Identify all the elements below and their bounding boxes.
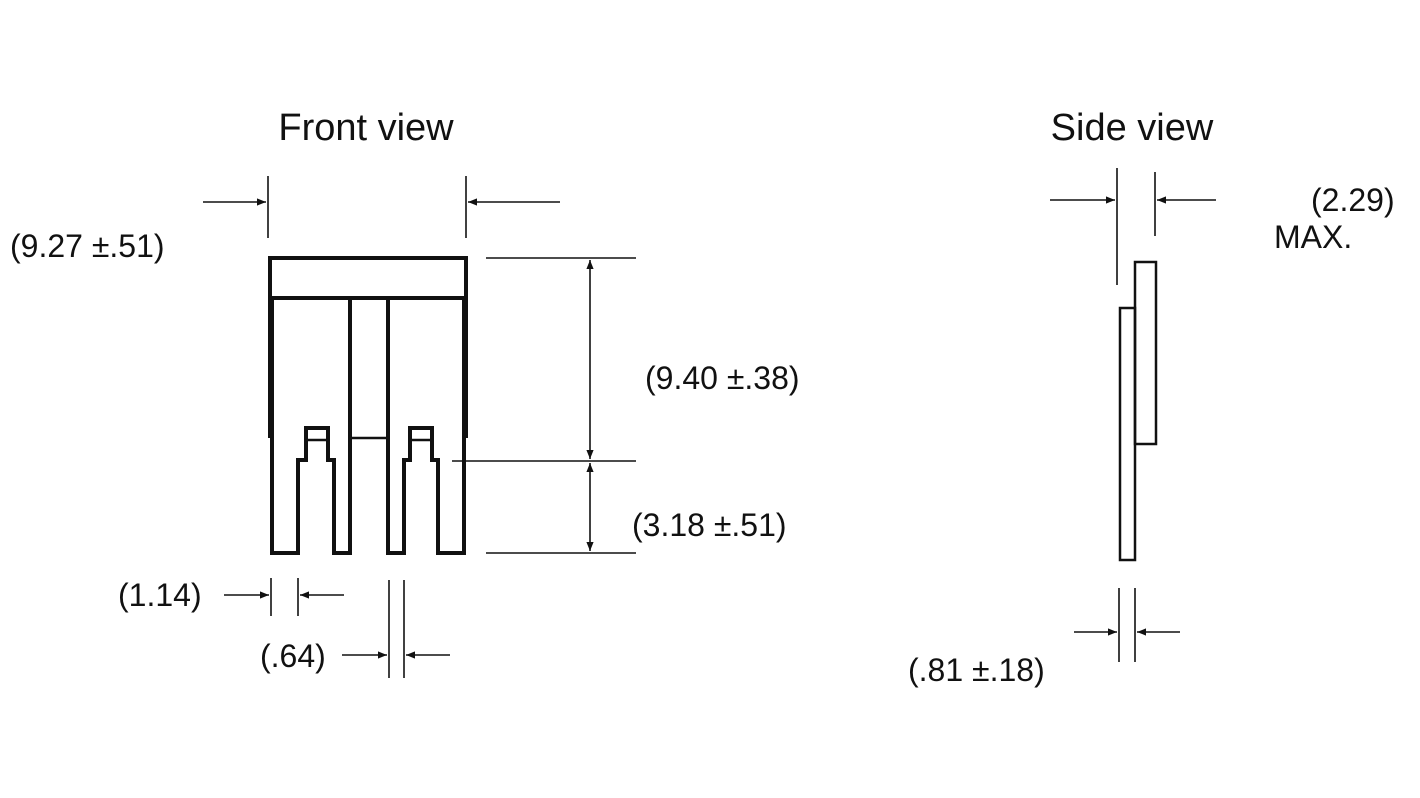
overall-width-label: (9.27 ±.51) <box>10 228 165 264</box>
side-view-title: Side view <box>1051 107 1214 149</box>
blade-width-label: (1.14) <box>118 577 202 613</box>
body-height-label: (9.40 ±.38) <box>645 360 800 396</box>
max-thickness-dimension: (2.29) MAX. <box>1050 168 1395 285</box>
side-housing <box>1133 260 1158 446</box>
body-height-dimension: (9.40 ±.38) <box>452 257 800 554</box>
fuse-left-leg <box>268 298 352 555</box>
fuse-right-leg <box>386 298 468 555</box>
blade-length-label: (3.18 ±.51) <box>632 507 787 543</box>
front-view: Front view (9.27 ±.51) (9.40 ±.38) <box>10 107 800 678</box>
overall-width-dimension: (9.27 ±.51) <box>10 176 560 264</box>
side-view: Side view (2.29) MAX. (.81 ±.18) <box>908 107 1395 688</box>
blade-width-dimension: (1.14) <box>118 577 344 616</box>
fuse-top-bar <box>268 256 468 300</box>
front-fuse-body <box>268 256 468 555</box>
max-label: MAX. <box>1274 219 1352 255</box>
side-fuse-profile <box>1118 260 1158 562</box>
blade-length-dimension: (3.18 ±.51) <box>586 463 787 551</box>
side-blade <box>1118 306 1137 562</box>
blade-thickness-dimension: (.81 ±.18) <box>908 588 1180 688</box>
gap-dimension: (.64) <box>260 580 450 678</box>
gap-label: (.64) <box>260 638 326 674</box>
max-thickness-label: (2.29) <box>1311 182 1395 218</box>
front-view-title: Front view <box>278 107 454 149</box>
blade-thickness-label: (.81 ±.18) <box>908 652 1045 688</box>
